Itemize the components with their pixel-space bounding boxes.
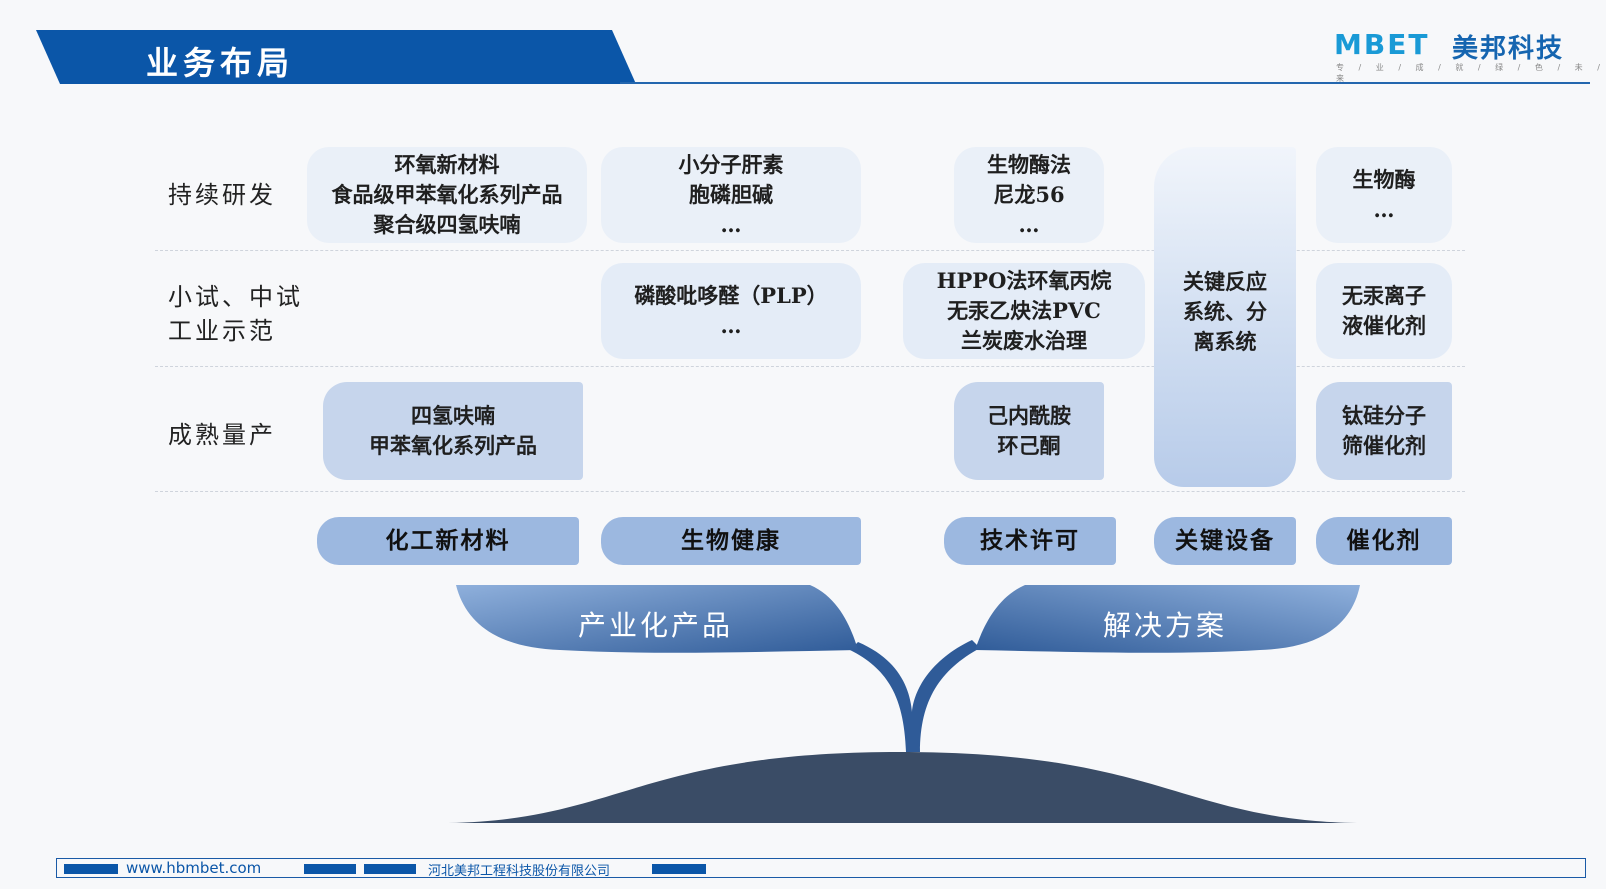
row-separator [155,491,1465,492]
leaf-left-label: 产业化产品 [578,609,734,642]
footer-bar [364,864,416,874]
tree-trunk [850,640,980,752]
box-equipment: 关键反应 系统、分 离系统 [1154,147,1296,487]
page-title: 业务布局 [146,44,295,82]
box-catalyst-research: 生物酶 … [1316,147,1452,243]
logo-slogan: 专 / 业 / 成 / 就 / 绿 / 色 / 未 / 来 [1336,63,1606,83]
row-separator [155,366,1465,367]
footer-bar [304,864,356,874]
box-license-pilot: HPPO法环氧丙烷 无汞乙炔法PVC 兰炭废水治理 [903,263,1145,359]
footer-frame [56,858,1586,878]
row-separator [155,250,1465,251]
tree-leaf-left [456,585,858,653]
box-chem-mass: 四氢呋喃 甲苯氧化系列产品 [323,382,583,480]
category-license: 技术许可 [944,517,1116,565]
footer-url[interactable]: www.hbmbet.com [126,859,262,877]
box-catalyst-pilot: 无汞离子 液催化剂 [1316,263,1452,359]
tree-mound [448,752,1357,823]
logo-en: MBET [1334,28,1430,61]
row-label-mass: 成熟量产 [168,421,276,449]
leaf-right-label: 解决方案 [1103,609,1228,642]
box-catalyst-mass: 钛硅分子 筛催化剂 [1316,382,1452,480]
logo-cn: 美邦科技 [1452,34,1565,64]
box-license-mass: 己内酰胺 环己酮 [954,382,1104,480]
row-label-research: 持续研发 [168,181,276,209]
box-chem-research: 环氧新材料 食品级甲苯氧化系列产品 聚合级四氢呋喃 [307,147,587,243]
title-rule [620,82,1590,84]
box-bio-research: 小分子肝素 胞磷胆碱 … [601,147,861,243]
category-equipment: 关键设备 [1154,517,1296,565]
category-bio: 生物健康 [601,517,861,565]
category-chem: 化工新材料 [317,517,579,565]
footer-company: 河北美邦工程科技股份有限公司 [428,864,611,879]
title-banner [36,30,636,84]
footer-bar [64,864,118,874]
tree-leaf-right [975,585,1360,653]
row-label-pilot: 小试、中试 工业示范 [168,283,303,345]
footer-bar [652,864,706,874]
category-catalyst: 催化剂 [1316,517,1452,565]
box-license-research: 生物酶法 尼龙56 … [954,147,1104,243]
box-bio-pilot: 磷酸吡哆醛（PLP） … [601,263,861,359]
